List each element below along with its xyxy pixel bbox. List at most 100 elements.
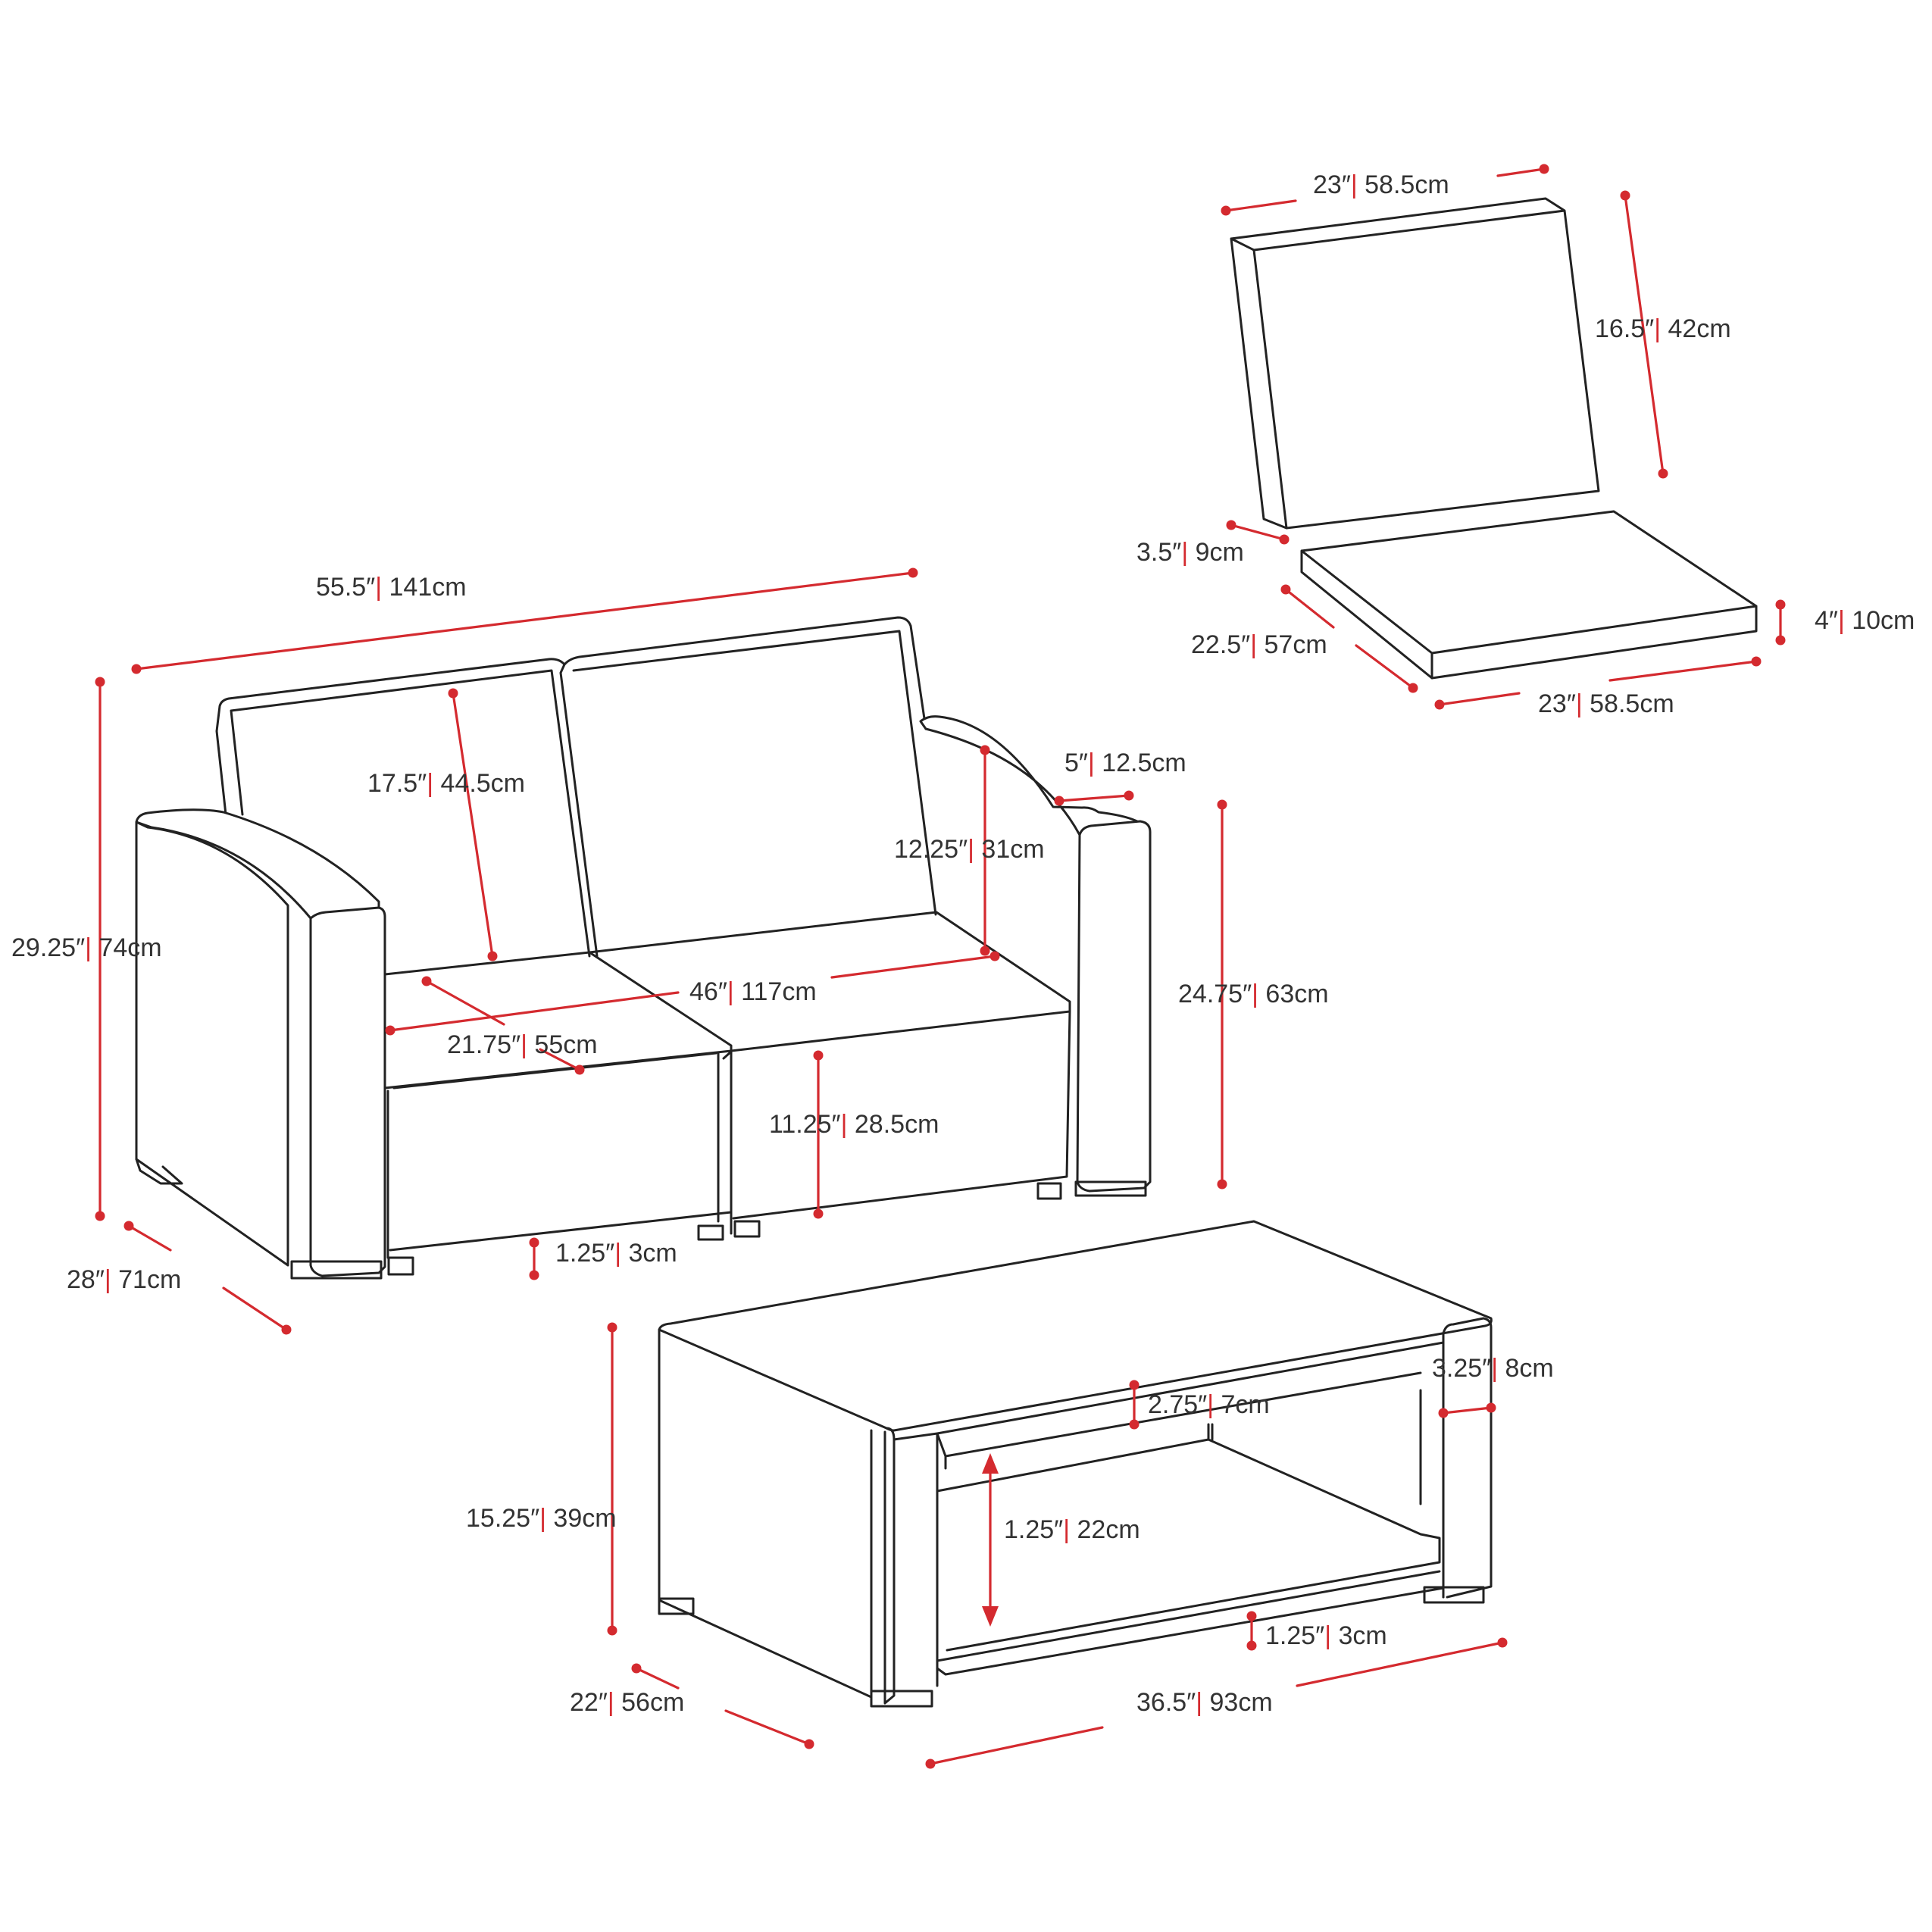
dimension-line — [1284, 588, 1335, 629]
seat-cushion — [1300, 510, 1758, 680]
loveseat-leg — [387, 1256, 414, 1276]
table-width-dim — [925, 1637, 1508, 1769]
dimension-endpoint — [385, 1025, 395, 1036]
table-depth-dim — [631, 1663, 814, 1749]
dimension-endpoint — [1486, 1402, 1496, 1413]
loveseat-left-arm-side — [135, 821, 289, 1267]
dimension-endpoint — [1217, 1179, 1227, 1190]
arrowhead — [982, 1453, 999, 1474]
dimension-endpoint — [131, 664, 142, 674]
dimension-line — [1442, 1406, 1493, 1415]
seat-cushion-depth-label: 22.5″| 57cm — [1191, 630, 1327, 659]
table-height-dim — [607, 1322, 617, 1636]
loveseat-width-label: 55.5″| 141cm — [316, 573, 467, 602]
table-base — [936, 1587, 1445, 1676]
back-cushion-width-label: 23″| 58.5cm — [1313, 170, 1449, 199]
table-leg-height-label: 1.25″| 3cm — [1265, 1621, 1387, 1650]
table-top-thickness-label: 2.75″| 7cm — [1148, 1390, 1270, 1419]
dimension-endpoint — [421, 976, 432, 986]
table-shelf-gap-label: 1.25″| 22cm — [1004, 1515, 1140, 1544]
dimension-endpoint — [607, 1625, 617, 1636]
dimension-endpoint — [1658, 468, 1668, 479]
dimension-endpoint — [1751, 656, 1762, 667]
table-leg-width-dim — [1438, 1402, 1496, 1418]
loveseat-left-arm — [135, 808, 380, 927]
dimension-endpoint — [1124, 790, 1134, 801]
cushion-drawing — [1230, 197, 1758, 680]
dimension-lines — [95, 164, 1786, 1769]
dimension-line — [1496, 167, 1546, 177]
dimension-endpoint — [1221, 205, 1231, 216]
loveseat-back-height-dim — [448, 688, 498, 961]
table-side — [658, 1328, 873, 1699]
loveseat-depth-label: 28″| 71cm — [67, 1265, 181, 1294]
loveseat-drawing — [135, 616, 1152, 1280]
table-labels: 15.25″| 39cm 22″| 56cm 36.5″| 93cm 2.75″… — [466, 1354, 1554, 1717]
loveseat-seat-depth-label: 21.75″| 55cm — [447, 1030, 598, 1059]
dimension-endpoint — [1438, 1408, 1449, 1418]
dimension-endpoint — [529, 1270, 539, 1280]
dimension-endpoint — [487, 951, 498, 961]
loveseat-leg — [1036, 1182, 1062, 1200]
dimension-endpoint — [1246, 1640, 1257, 1651]
table-apron — [936, 1371, 1422, 1470]
dimension-endpoint — [1217, 799, 1227, 810]
table-height-label: 15.25″| 39cm — [466, 1504, 617, 1533]
dimension-endpoint — [95, 1211, 105, 1221]
loveseat-right-arm-front — [1076, 820, 1152, 1193]
dimension-line — [635, 1667, 680, 1690]
dimension-endpoint — [607, 1322, 617, 1333]
dimension-line — [1230, 524, 1286, 541]
back-cushion-height-dim — [1620, 190, 1668, 479]
loveseat-height-label: 29.25″| 74cm — [11, 933, 162, 962]
dimension-endpoint — [989, 951, 1000, 961]
dimension-endpoint — [1434, 699, 1445, 710]
dimension-endpoint — [813, 1208, 824, 1219]
loveseat-leg — [733, 1220, 761, 1238]
dimension-line — [1355, 644, 1415, 689]
table-shelf — [936, 1389, 1441, 1662]
dimension-endpoint — [980, 946, 990, 956]
loveseat-height-dim — [95, 677, 105, 1221]
loveseat-depth-dim — [123, 1221, 292, 1335]
seat-cushion-depth-dim — [1280, 584, 1418, 693]
dimension-endpoint — [980, 745, 990, 755]
dimension-endpoint — [1408, 683, 1418, 693]
dimension-endpoint — [1775, 599, 1786, 610]
dimension-line — [127, 1224, 172, 1252]
dimension-line — [539, 1048, 581, 1071]
dimension-line — [1296, 1641, 1504, 1687]
loveseat-arm-height-label: 24.75″| 63cm — [1178, 980, 1329, 1008]
loveseat-leg — [135, 1158, 183, 1185]
dimension-line — [1224, 199, 1297, 212]
table-drawing — [658, 1220, 1493, 1708]
dimension-endpoint — [1246, 1611, 1257, 1621]
dimension-endpoint — [1226, 520, 1236, 530]
loveseat-width-dim — [131, 567, 918, 674]
dimension-line — [1058, 794, 1130, 802]
dimension-endpoint — [1497, 1637, 1508, 1648]
loveseat-leg — [697, 1224, 724, 1241]
seat-cushion-width-label: 23″| 58.5cm — [1538, 689, 1674, 718]
back-cushion-width-dim — [1221, 164, 1549, 216]
loveseat-back-divider — [559, 663, 599, 958]
back-cushion — [1230, 197, 1600, 530]
loveseat-back-inner — [230, 630, 937, 958]
dimension-line — [1438, 692, 1521, 706]
dimension-endpoint — [1775, 635, 1786, 646]
loveseat-back-height-label: 17.5″| 44.5cm — [367, 769, 525, 798]
loveseat-arm-width-label: 5″| 12.5cm — [1064, 749, 1186, 777]
loveseat-seat-depth-dim — [421, 976, 585, 1075]
dimension-endpoint — [1054, 796, 1064, 806]
dimension-endpoint — [574, 1064, 585, 1075]
loveseat-leg — [1074, 1180, 1147, 1197]
loveseat-right-arm — [919, 715, 1149, 841]
dimension-line — [724, 1709, 811, 1746]
loveseat-leg-height-dim — [529, 1237, 539, 1280]
seat-cushion-thickness-label: 4″| 10cm — [1815, 606, 1915, 635]
loveseat-seat-height-dim — [813, 1050, 824, 1219]
dimension-endpoint — [448, 688, 458, 699]
seat-cushion-width-dim — [1434, 656, 1762, 710]
table-top — [658, 1220, 1493, 1432]
back-cushion-height-label: 16.5″| 42cm — [1595, 314, 1731, 343]
